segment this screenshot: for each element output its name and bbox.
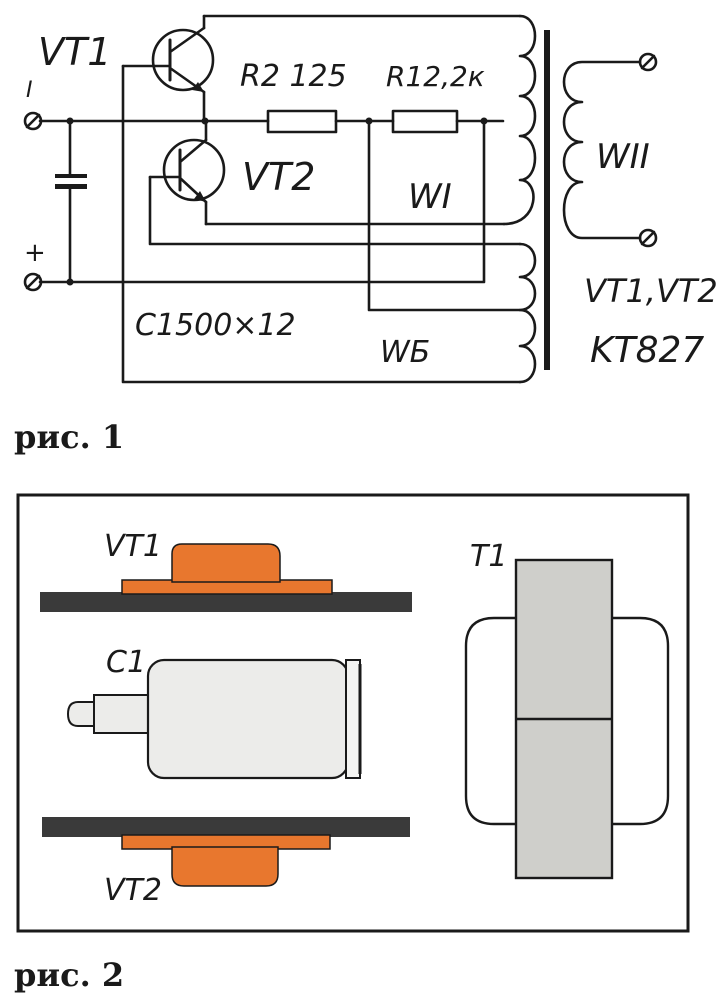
- label-fig2-c1: C1: [106, 645, 146, 680]
- junction-dot: [66, 278, 74, 286]
- label-transistors: VT1,VT2: [584, 272, 718, 310]
- wire-wb-tap: [367, 119, 522, 312]
- wire-vt1-base: [121, 64, 522, 384]
- label-wi: WI: [408, 177, 452, 217]
- heatsink-top: [40, 592, 412, 612]
- terminal-out-top[interactable]: [638, 52, 658, 72]
- label-wb: WБ: [380, 335, 430, 370]
- junction-dot: [480, 117, 488, 125]
- label-c1: C1500×12: [135, 308, 296, 343]
- label-r2: R2 125: [240, 59, 347, 94]
- wire-plus-bus: [38, 119, 486, 284]
- label-vt1: VT1: [38, 30, 111, 74]
- capacitor-c1-drawing: [66, 658, 362, 780]
- vt2-on-heatsink: [42, 817, 410, 887]
- figure-1-caption: рис. 1: [14, 418, 124, 456]
- label-wii: WII: [596, 137, 650, 177]
- label-fig2-t1: T1: [470, 539, 507, 574]
- enclosure-frame: [16, 493, 690, 933]
- terminal-plus[interactable]: [23, 272, 43, 292]
- transistor-vt2-symbol: [148, 119, 226, 226]
- label-r1: R12,2к: [386, 60, 485, 93]
- vt2-body: [171, 846, 279, 887]
- label-part-number: KT827: [590, 330, 704, 371]
- vt1-on-heatsink: [40, 543, 412, 612]
- terminal-out-bottom[interactable]: [638, 228, 658, 248]
- label-plus: +: [24, 238, 46, 268]
- vt1-body: [171, 543, 281, 583]
- junction-dot: [201, 117, 209, 125]
- schematic: VT1 R2 125 R12,2к VT2 WI WII I + C1500×1…: [23, 14, 718, 384]
- winding-wii: [562, 60, 642, 240]
- resistor-r1: [391, 109, 459, 134]
- winding-wi: [502, 14, 537, 226]
- terminal-minus[interactable]: [23, 111, 43, 131]
- figure-2-caption: рис. 2: [14, 956, 124, 994]
- wire-vt2-base: [148, 175, 522, 246]
- label-fig2-vt1: VT1: [104, 529, 162, 564]
- label-minus: I: [26, 78, 33, 103]
- junction-dot: [66, 117, 74, 125]
- transformer-t1-drawing: [464, 558, 670, 880]
- heatsink-bottom: [42, 817, 410, 837]
- capacitor-c1-symbol: [55, 174, 87, 178]
- t1-coil-outline: [464, 616, 670, 826]
- transistor-vt1-symbol: [121, 14, 215, 123]
- winding-wb: [518, 242, 537, 384]
- capacitor-c1-plate: [55, 184, 87, 189]
- label-fig2-vt2: VT2: [104, 873, 162, 908]
- layout-drawing: VT1 C1 VT2 T1: [16, 493, 690, 933]
- label-vt2: VT2: [242, 155, 315, 199]
- resistor-r2: [266, 109, 338, 134]
